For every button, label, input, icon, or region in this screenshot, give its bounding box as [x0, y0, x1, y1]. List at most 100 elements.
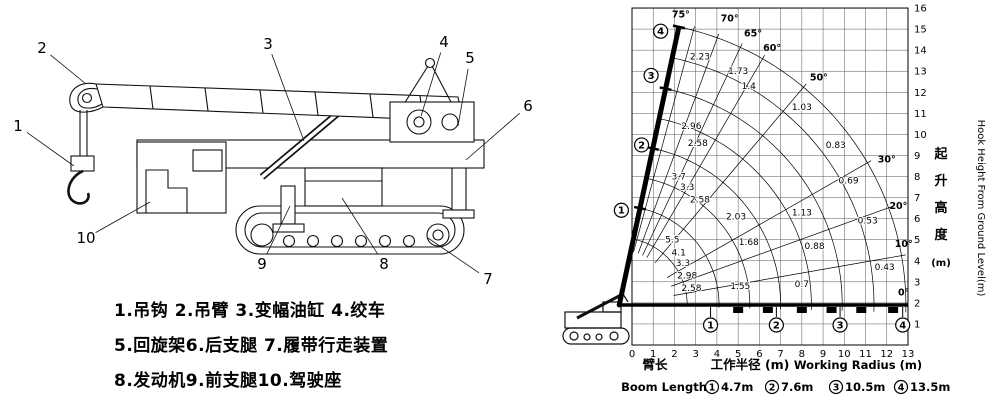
y-axis-label-cn: 高	[934, 200, 947, 216]
radius-arc	[639, 207, 720, 308]
boom-length-item-value: 10.5m	[845, 380, 885, 394]
load-label: 1.55	[730, 282, 750, 292]
callout-number: 7	[483, 270, 493, 288]
y-tick-label: 4	[914, 256, 920, 267]
radius-marker-number: 2	[773, 321, 780, 332]
load-label: 0.88	[805, 242, 825, 252]
hook	[67, 110, 95, 205]
boom-marker-number: 1	[618, 206, 625, 217]
angle-line	[673, 254, 906, 296]
callout-leader	[271, 54, 305, 142]
y-tick-label: 3	[914, 277, 920, 288]
y-tick-label: 7	[914, 193, 920, 204]
boom-length-item-value: 7.6m	[781, 380, 813, 394]
x-tick-label: 13	[902, 349, 915, 360]
load-label: 2.58	[688, 139, 708, 149]
angle-line	[654, 83, 807, 264]
boom-length-item-number: 2	[769, 383, 776, 394]
boom-length-label-en: Boom Length	[621, 380, 707, 394]
x-tick-label: 1	[650, 349, 656, 360]
boom-head-tick	[646, 145, 659, 151]
angle-label: 20°	[889, 201, 907, 212]
outrigger-pad	[856, 306, 867, 313]
y-tick-label: 8	[914, 172, 920, 183]
load-label: 1.4	[742, 82, 757, 92]
boom-marker-number: 4	[657, 27, 664, 38]
outrigger-pad	[826, 306, 837, 313]
legend-line-1: 1.吊钩 2.吊臂 3.变幅油缸 4.绞车	[114, 301, 386, 321]
callout-number: 3	[263, 35, 273, 53]
boom-length-item-number: 4	[898, 383, 905, 394]
boom-length-item-circle	[893, 379, 909, 395]
boom-length-item-number: 3	[833, 383, 840, 394]
callout-leader	[420, 52, 442, 117]
load-label: 0.69	[839, 177, 859, 187]
angle-label: 30°	[878, 155, 896, 166]
angle-label: 75°	[672, 9, 690, 20]
boom-marker	[643, 67, 659, 84]
load-label: 1.73	[728, 67, 748, 77]
callout-number: 2	[37, 39, 47, 57]
angle-line	[637, 33, 720, 254]
radius-marker-number: 1	[707, 321, 714, 332]
radius-arc	[665, 88, 843, 311]
callout-number: 4	[439, 33, 449, 51]
y-axis-label-cn: 起	[933, 146, 948, 162]
callout-leader	[465, 112, 520, 161]
radius-arc	[659, 118, 812, 311]
base-machine-silhouette	[562, 292, 630, 345]
load-label: 0.43	[875, 263, 895, 273]
callout-leader	[266, 205, 291, 255]
angle-line	[642, 43, 743, 256]
boom-head-tick	[672, 24, 685, 30]
angle-label: 60°	[763, 43, 781, 54]
load-label: 0.53	[858, 217, 878, 227]
range-fan	[619, 26, 908, 313]
angle-line	[671, 205, 893, 287]
y-tick-label: 15	[914, 25, 927, 36]
boom-length-item-number: 1	[709, 383, 716, 394]
callout-leader	[457, 68, 469, 127]
x-tick-label: 4	[714, 349, 720, 360]
y-tick-label: 12	[914, 88, 927, 99]
callout-number: 8	[379, 255, 389, 273]
grid-border	[631, 7, 909, 346]
angle-label: 10°	[895, 239, 913, 250]
load-label: 1.03	[792, 103, 812, 113]
x-tick-label: 11	[859, 349, 872, 360]
load-label: 1.68	[739, 238, 759, 248]
callout-leader	[50, 54, 87, 85]
y-axis-label-en: Hook Height From Ground Level(m)	[975, 120, 986, 297]
x-tick-label: 7	[777, 349, 783, 360]
x-axis-label-cn: 工作半径 (m)	[711, 357, 790, 372]
radius-arc	[678, 26, 907, 313]
winch	[389, 57, 475, 143]
y-tick-label: 6	[914, 214, 920, 225]
x-tick-label: 2	[671, 349, 677, 360]
callout-number: 6	[523, 97, 533, 115]
boom-head-tick	[633, 205, 647, 211]
boom-length-label-cn: 臂长	[642, 357, 668, 372]
load-label: 4.1	[672, 248, 686, 258]
callout-leader	[95, 201, 151, 233]
y-tick-label: 5	[914, 235, 920, 246]
load-label: 2.98	[677, 272, 697, 282]
radius-arc	[652, 148, 781, 310]
load-label: 2.23	[690, 52, 710, 62]
boom-marker-number: 2	[638, 140, 645, 151]
x-tick-label: 5	[735, 349, 741, 360]
boom-length-item-value: 4.7m	[721, 380, 753, 394]
angle-label: 65°	[744, 28, 762, 39]
radius-marker	[832, 317, 848, 333]
front-outrigger	[272, 185, 305, 233]
boom-marker	[633, 137, 650, 153]
x-tick-label: 10	[838, 349, 851, 360]
callout-number: 1	[13, 117, 23, 135]
y-tick-label: 9	[914, 151, 920, 162]
x-tick-label: 8	[799, 349, 805, 360]
y-tick-label: 10	[914, 130, 927, 141]
load-label: 2.03	[726, 213, 746, 223]
y-axis-label-cn: 升	[934, 173, 947, 189]
